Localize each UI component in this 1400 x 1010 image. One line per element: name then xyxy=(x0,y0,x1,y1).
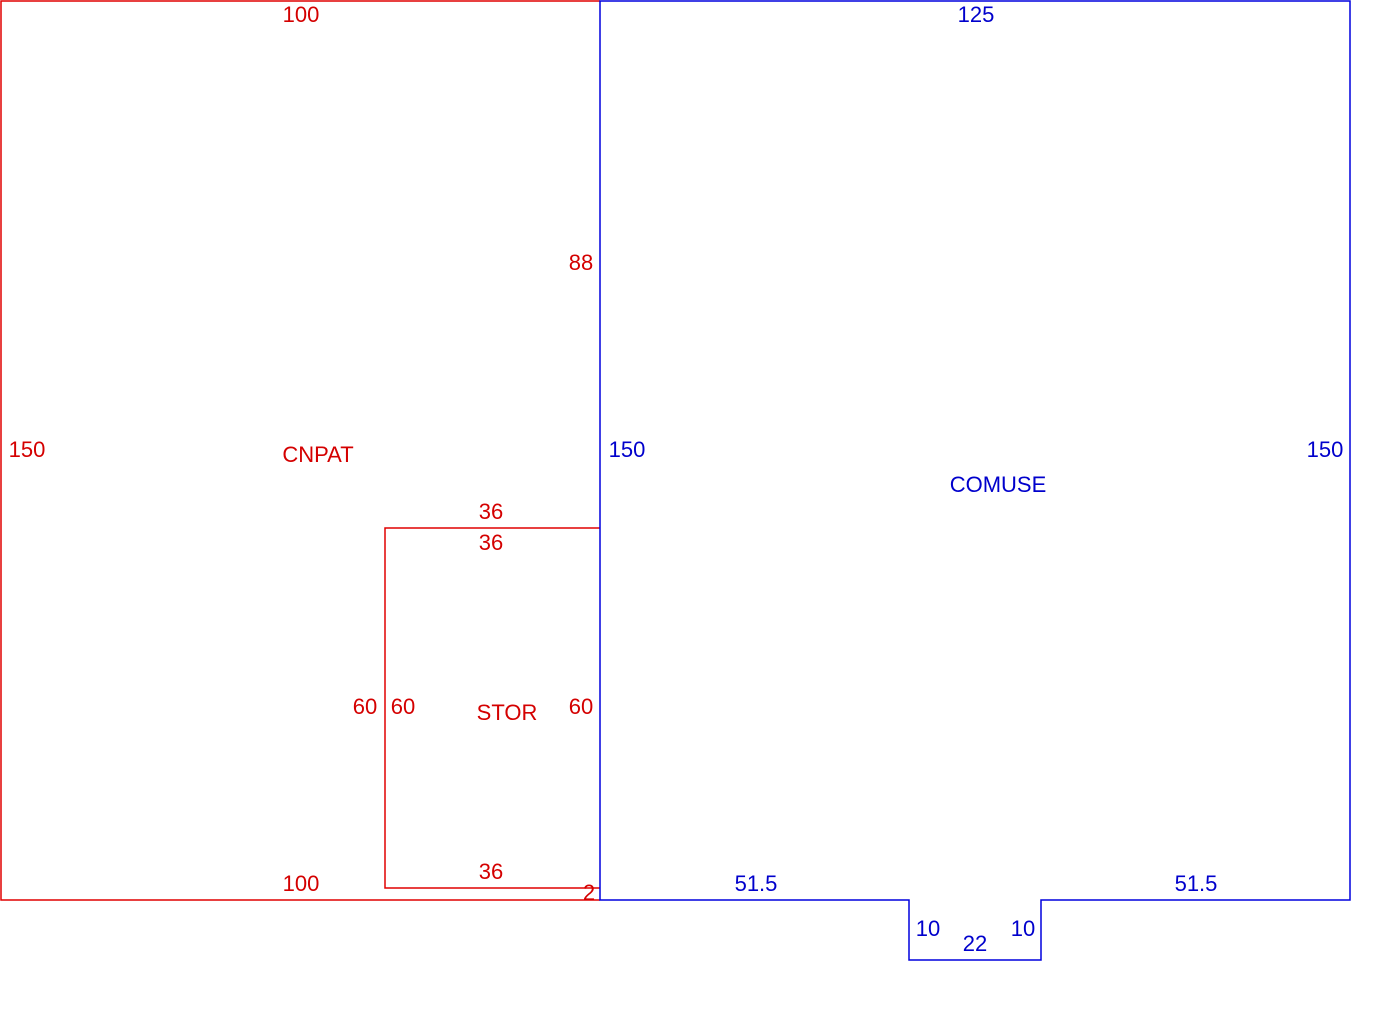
stor-bottom-gap-dimension: 2 xyxy=(582,880,596,905)
cnpat-bottom-dimension: 100 xyxy=(282,871,320,896)
comuse-bottom-right-dimension: 51.5 xyxy=(1174,871,1218,896)
comuse-notch-right-dimension: 10 xyxy=(1010,916,1036,941)
comuse-bottom-left-dimension: 51.5 xyxy=(734,871,778,896)
comuse-left-dimension: 150 xyxy=(608,437,646,462)
stor-right-dimension: 60 xyxy=(568,694,594,719)
stor-top-outer-dimension: 36 xyxy=(478,499,504,524)
comuse-outline xyxy=(599,0,1351,961)
stor-room-name: STOR xyxy=(476,700,538,725)
cnpat-left-dimension: 150 xyxy=(8,437,46,462)
cnpat-outline xyxy=(0,0,600,901)
stor-bottom-dimension: 36 xyxy=(478,859,504,884)
comuse-top-dimension: 125 xyxy=(957,2,995,27)
comuse-right-dimension: 150 xyxy=(1306,437,1344,462)
comuse-notch-left-dimension: 10 xyxy=(915,916,941,941)
stor-left-outer-dimension: 60 xyxy=(352,694,378,719)
cnpat-right-dimension: 88 xyxy=(568,250,594,275)
stor-left-inner-dimension: 60 xyxy=(390,694,416,719)
comuse-room-name: COMUSE xyxy=(949,472,1047,497)
stor-top-inner-dimension: 36 xyxy=(478,530,504,555)
comuse-notch-bottom-dimension: 22 xyxy=(962,931,988,956)
cnpat-top-dimension: 100 xyxy=(282,2,320,27)
stor-outline xyxy=(384,527,600,889)
cnpat-room-name: CNPAT xyxy=(282,442,354,467)
